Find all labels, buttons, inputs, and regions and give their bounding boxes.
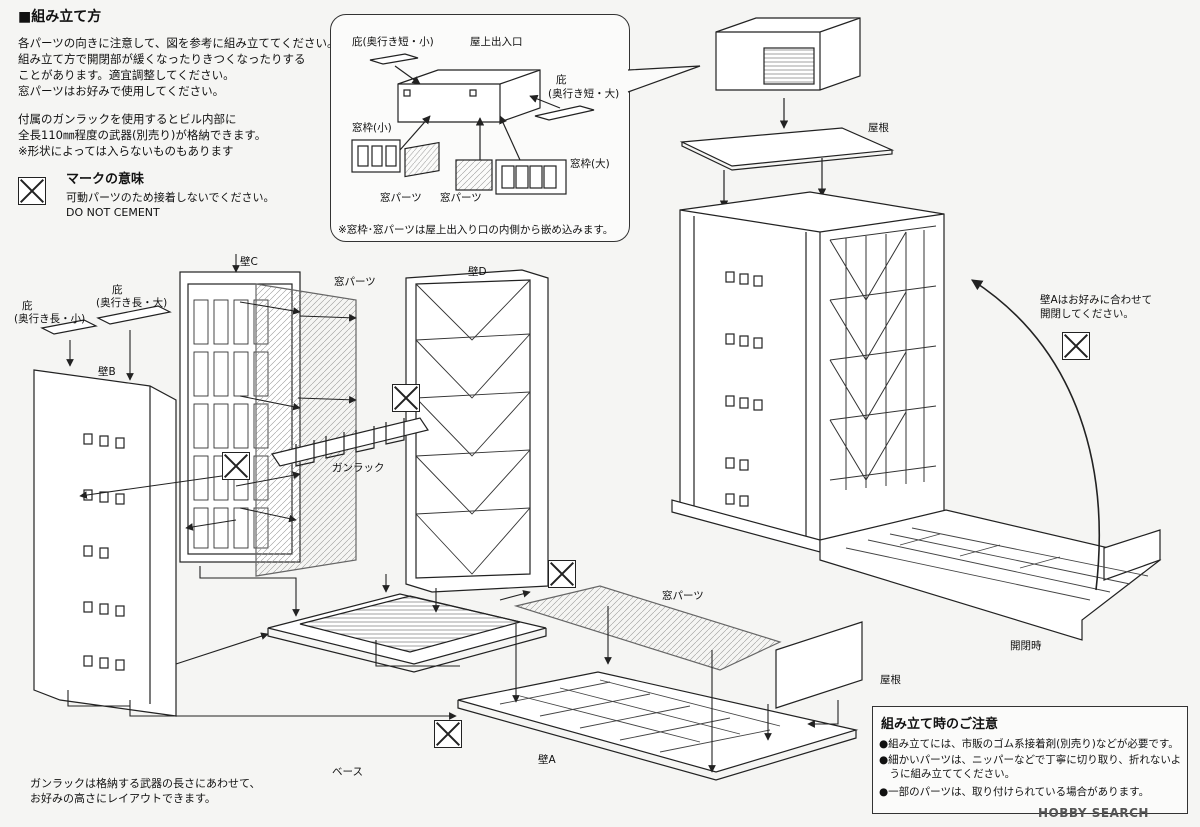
roof-exit-unit	[715, 17, 861, 91]
wall-a-part	[457, 671, 859, 781]
instruction-line: ことがあります。適宜調整してください。	[18, 68, 235, 82]
notice-line: うに組み立ててください。	[879, 768, 1016, 780]
gunrack-note-line: ※形状によっては入らないものもあります	[18, 144, 234, 158]
callout-note: ※窓枠･窓パーツは屋上出入り口の内側から嵌め込みます。	[338, 224, 614, 236]
notice-title: 組み立て時のご注意	[881, 717, 999, 732]
label-wall-a: 壁A	[538, 754, 556, 766]
instruction-line: 窓パーツはお好みで使用してください。	[18, 84, 225, 98]
do-not-cement-icon	[222, 452, 250, 480]
eave-short-small	[369, 53, 419, 65]
label-window-frame-small: 窓枠(小)	[352, 122, 392, 134]
label-roof-exit: 屋上出入口	[470, 36, 523, 48]
label-window-frame-large: 窓枠(大)	[570, 158, 610, 170]
assembly-notice: 組み立て時のご注意 ●組み立てには、市販のゴム系接着剤(別売り)などが必要です。…	[872, 706, 1188, 814]
label-roof-top: 屋根	[868, 122, 889, 134]
instruction-line: 各パーツの向きに注意して、図を参考に組み立ててください。	[18, 36, 339, 50]
window-pane-large	[455, 159, 493, 191]
label-eave-short-large: 庇	[556, 74, 567, 86]
window-frame-large	[495, 159, 567, 195]
eave-short-large	[534, 105, 595, 121]
gunrack-layout-note: ガンラックは格納する武器の長さにあわせて、	[30, 777, 261, 790]
wall-b-part	[33, 369, 177, 717]
label-window-parts-large: 窓パーツ	[440, 192, 482, 204]
label-window-parts-small: 窓パーツ	[380, 192, 422, 204]
notice-line: ●組み立てには、市販のゴム系接着剤(別売り)などが必要です。	[879, 738, 1179, 750]
do-not-cement-icon	[1062, 332, 1090, 360]
roof-plate	[679, 127, 895, 167]
label-base: ベース	[332, 766, 363, 778]
gunrack-note-line: 付属のガンラックを使用するとビル内部に	[18, 112, 237, 126]
label-roof-bottom: 屋根	[880, 674, 901, 686]
notice-line: ●一部のパーツは、取り付けられている場合があります。	[879, 786, 1150, 798]
mark-legend-desc: 可動パーツのため接着しないでください。	[66, 191, 275, 204]
label-wall-a-open-line1: 壁Aはお好みに合わせて	[1040, 294, 1153, 306]
label-eave-long-small: 庇	[22, 300, 33, 312]
do-not-cement-icon	[392, 384, 420, 412]
label-open-state: 開閉時	[1010, 640, 1042, 652]
do-not-cement-icon	[434, 720, 462, 748]
wall-d-part	[405, 269, 549, 593]
instructions-heading: ■組み立て方	[18, 9, 102, 25]
label-wall-a-open-line2: 開閉してください。	[1040, 308, 1134, 320]
roof-bottom-part	[775, 621, 863, 709]
label-window-parts-c: 窓パーツ	[334, 276, 376, 288]
eave-long-large	[96, 305, 172, 325]
label-window-parts-base: 窓パーツ	[662, 590, 704, 602]
label-wall-c: 壁C	[240, 256, 258, 268]
window-pane-base	[513, 585, 782, 671]
label-gunrack: ガンラック	[332, 462, 385, 474]
label-eave-long-large-sub: (奥行き長・大)	[96, 297, 168, 309]
wall-a-open	[819, 509, 1162, 641]
mark-legend-english: DO NOT CEMENT	[66, 206, 160, 219]
label-eave-long-large: 庇	[112, 284, 123, 296]
window-pane-small	[404, 141, 440, 178]
window-pane-sheet	[255, 283, 357, 577]
window-frame-small	[351, 139, 401, 173]
do-not-cement-icon	[18, 177, 46, 205]
mark-legend-title: マークの意味	[66, 172, 145, 187]
roof-exit-part	[397, 69, 541, 123]
notice-line: ●細かいパーツは、ニッパーなどで丁寧に切り取り、折れないよ	[879, 754, 1182, 766]
gunrack-note-line: 全長110㎜程度の武器(別売り)が格納できます。	[18, 128, 267, 142]
do-not-cement-icon	[548, 560, 576, 588]
label-eave-short-small: 庇(奥行き短・小)	[352, 36, 434, 48]
eave-long-small	[40, 319, 98, 335]
assembled-building	[671, 191, 945, 553]
base-part	[267, 593, 547, 673]
label-eave-long-small-sub: (奥行き長・小)	[14, 313, 86, 325]
watermark: HOBBY SEARCH	[1038, 806, 1149, 820]
gun-rack-part	[271, 417, 429, 467]
label-wall-d: 壁D	[468, 266, 487, 278]
label-eave-short-large-sub: (奥行き短・大)	[548, 88, 620, 100]
label-wall-b: 壁B	[98, 366, 116, 378]
gunrack-layout-note: お好みの高さにレイアウトできます。	[30, 792, 216, 805]
instruction-line: 組み立て方で開閉部が緩くなったりきつくなったりする	[18, 52, 306, 66]
